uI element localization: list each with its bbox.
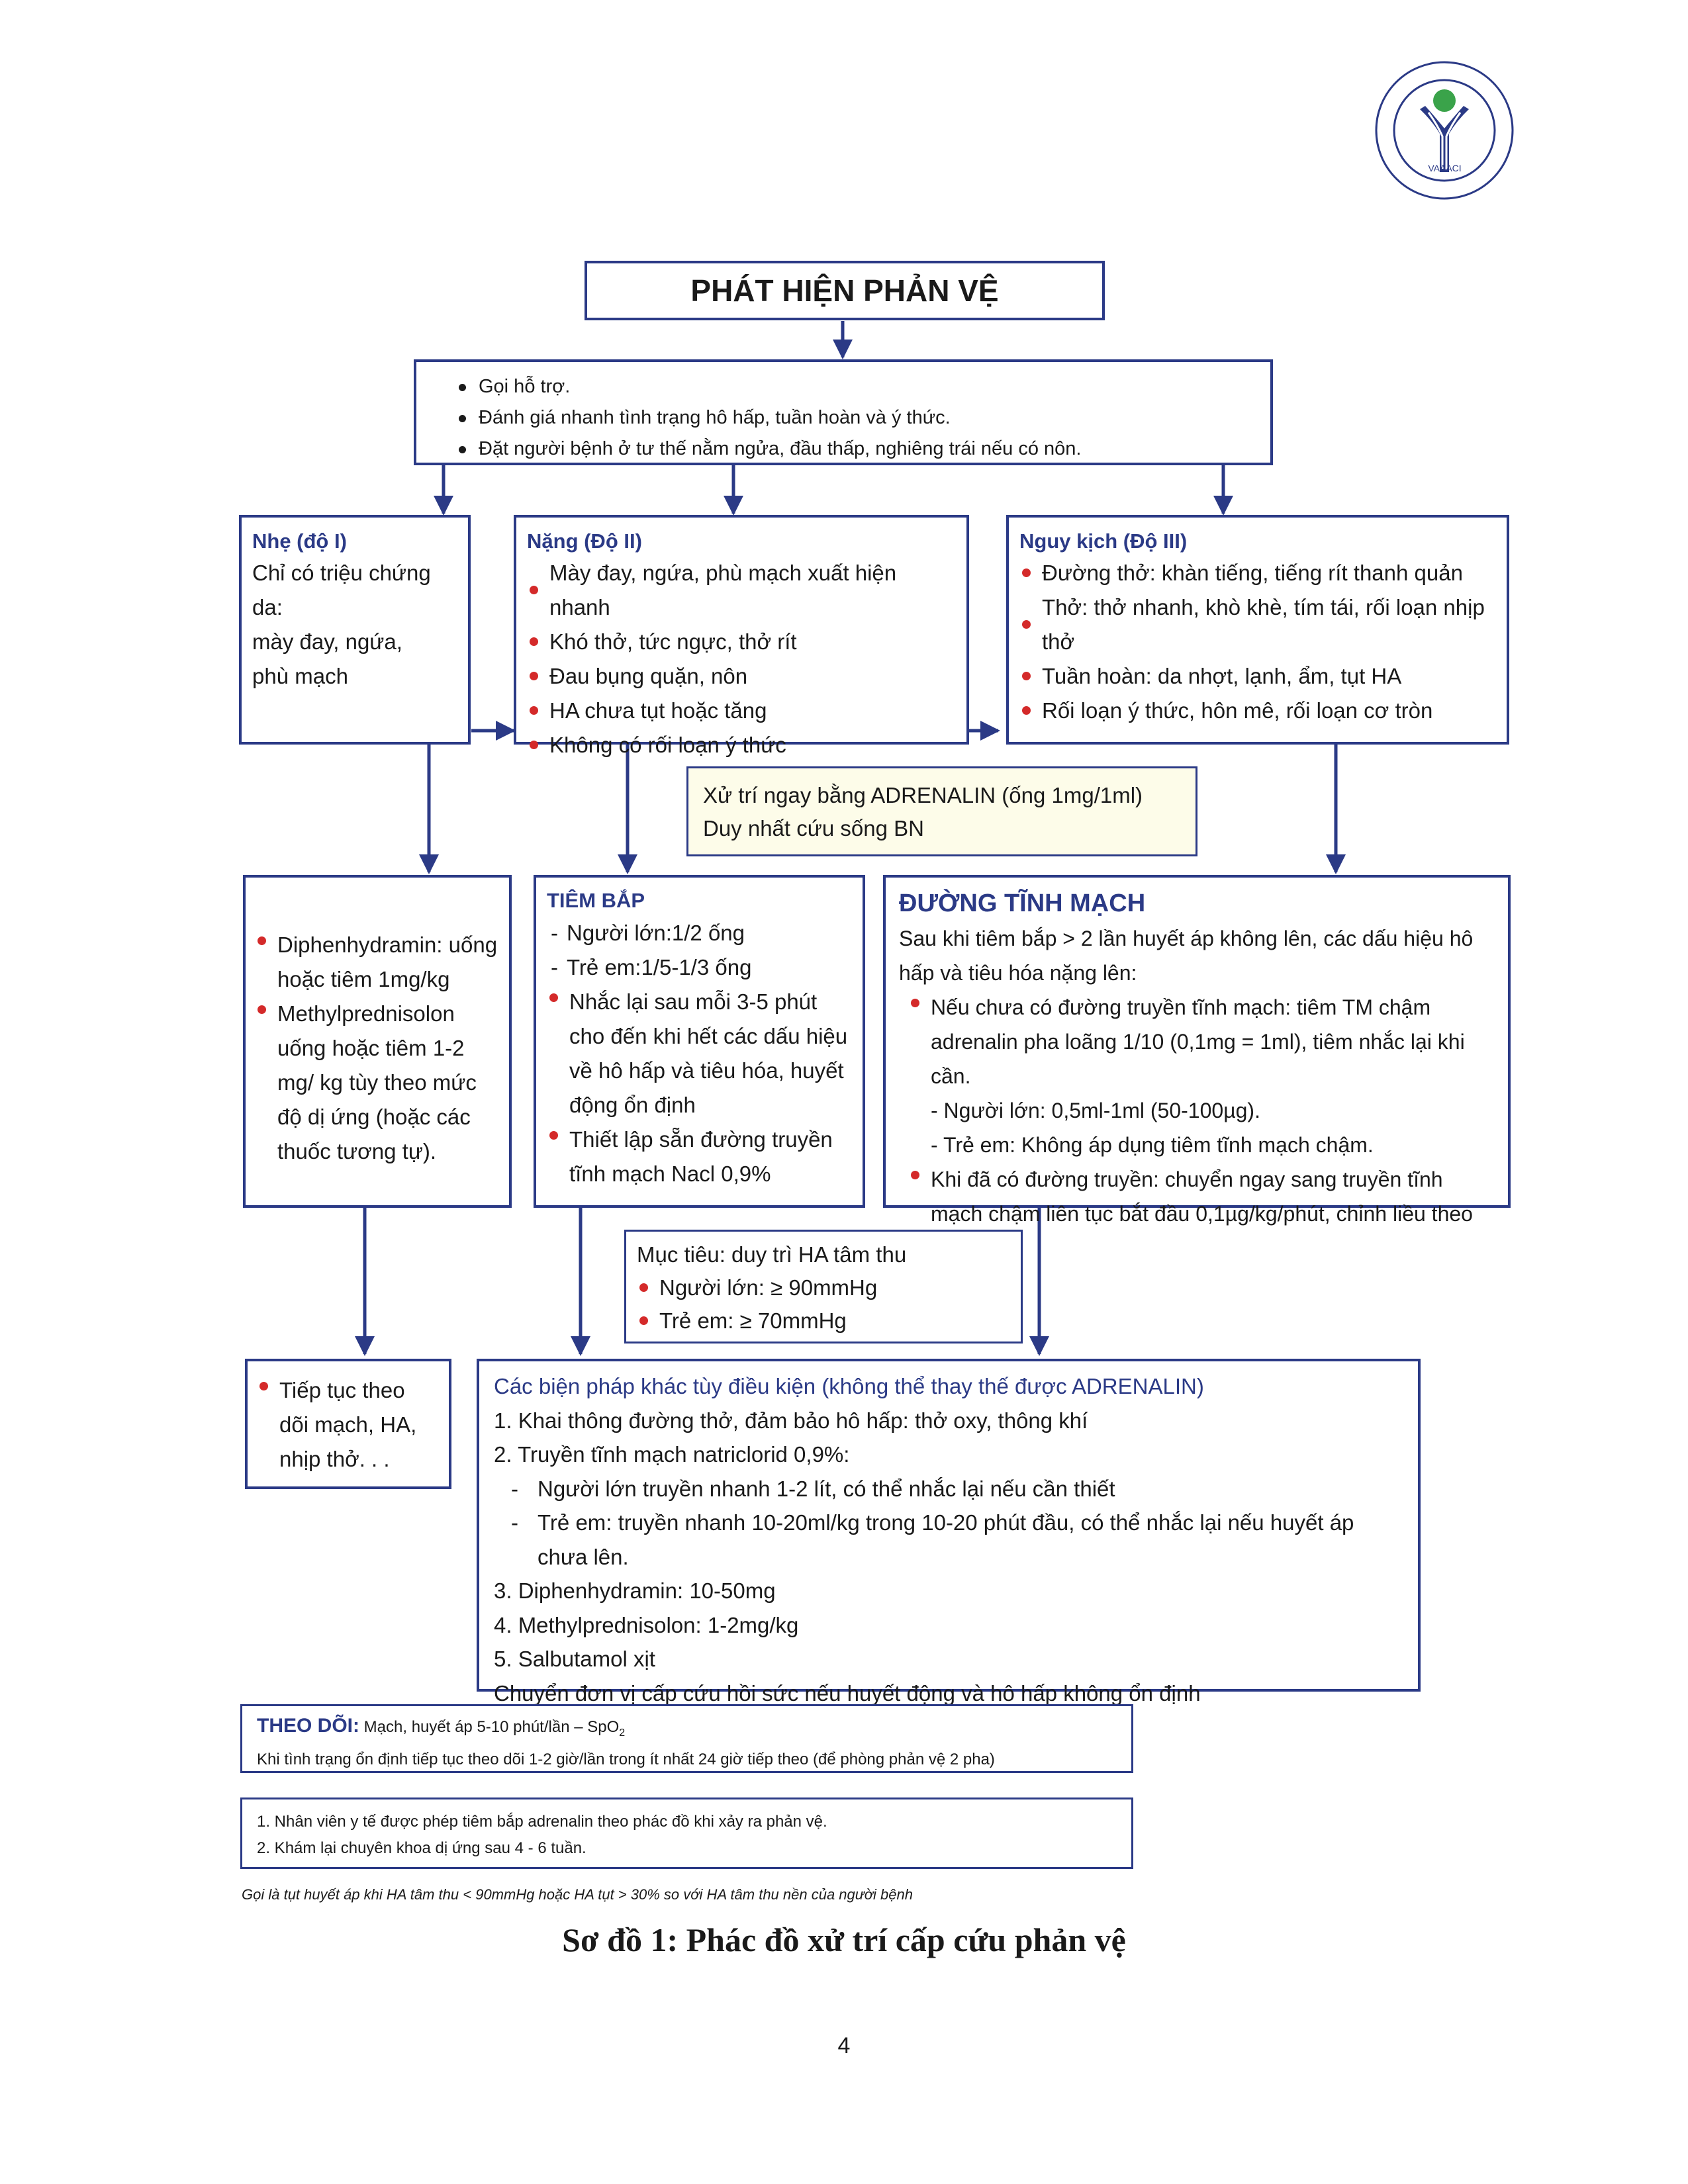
im-injection-heading: TIÊM BẮP [547,889,645,912]
other-measure: 2. Truyền tĩnh mạch natriclorid 0,9%: [494,1442,850,1467]
grade2-box: Nặng (Độ II) Mày đay, ngứa, phù mạch xuấ… [514,515,969,757]
im-instruction-item: Nhắc lại sau mỗi 3-5 phút cho đến khi hế… [547,985,852,1122]
other-measures-heading: Các biện pháp khác tùy điều kiện (không … [494,1374,1204,1398]
follow-up-text: Mạch, huyết áp 5-10 phút/lần – SpO [363,1718,620,1736]
note-item: 2. Khám lại chuyên khoa dị ứng sau 4 - 6… [257,1839,586,1857]
grade1-line: Chỉ có triệu chứng da: [252,561,431,619]
grade3-symptom: Thở: thở nhanh, khò khè, tím tái, rối lo… [1019,590,1496,659]
grade3-symptom: Đường thở: khàn tiếng, tiếng rít thanh q… [1019,556,1496,590]
follow-up-detail: Khi tình trạng ổn định tiếp tục theo dõi… [257,1750,995,1768]
grade1-line: mày đay, ngứa, [252,629,402,654]
iv-route-sub: - Trẻ em: Không áp dụng tiêm tĩnh mạch c… [931,1133,1374,1157]
grade2-symptom: Mày đay, ngứa, phù mạch xuất hiện nhanh [527,556,956,625]
grade2-symptom: HA chưa tụt hoặc tăng [527,694,956,728]
im-dose-item: Trẻ em:1/5-1/3 ống [547,950,852,985]
grade1-line: phù mạch [252,664,348,688]
initial-step: Đặt người bệnh ở tư thế nằm ngửa, đầu th… [456,433,1270,465]
other-measure: 5. Salbutamol xịt [494,1647,655,1671]
grade1-treatment-item: Diphenhydramin: uống hoặc tiêm 1mg/kg [255,928,500,997]
logo-text: VAAACI [1428,163,1462,173]
page-number: 4 [837,2033,851,2058]
follow-up-heading: THEO DÕI: [257,1715,359,1737]
figure-caption: Sơ đồ 1: Phác đồ xử trí cấp cứu phản vệ [562,1921,1126,1958]
adrenalin-note-line2: Duy nhất cứu sống BN [703,816,924,841]
other-measures-box: Các biện pháp khác tùy điều kiện (không … [477,1359,1421,1706]
initial-step: Đánh giá nhanh tình trạng hô hấp, tuần h… [456,402,1270,433]
adrenalin-note-line1: Xử trí ngay bằng ADRENALIN (ống 1mg/1ml) [703,783,1143,807]
note-item: 1. Nhân viên y tế được phép tiêm bắp adr… [257,1813,827,1831]
grade2-heading: Nặng (Độ II) [527,529,642,553]
grade3-heading: Nguy kịch (Độ III) [1019,529,1188,553]
im-injection-box: TIÊM BẮP Người lớn:1/2 ống Trẻ em:1/5-1/… [534,875,865,1208]
grade1-box: Nhẹ (độ I) Chỉ có triệu chứng da: mày đa… [239,515,471,745]
grade1-heading: Nhẹ (độ I) [252,529,347,553]
detect-anaphylaxis-title: PHÁT HIỆN PHẢN VỆ [690,273,999,308]
grade3-box: Nguy kịch (Độ III) Đường thở: khàn tiếng… [1006,515,1509,745]
im-instruction-item: Thiết lập sẵn đường truyền tĩnh mạch Nac… [547,1122,852,1191]
other-measure: 1. Khai thông đường thở, đảm bảo hô hấp:… [494,1408,1088,1433]
target-item: Người lớn: ≥ 90mmHg [637,1271,1010,1304]
iv-route-box: ĐƯỜNG TĨNH MẠCH Sau khi tiêm bắp > 2 lần… [883,875,1511,1260]
grade2-symptom: Đau bụng quặn, nôn [527,659,956,694]
target-heading: Mục tiêu: duy trì HA tâm thu [637,1242,907,1267]
grade2-symptom: Khó thở, tức ngực, thở rít [527,625,956,659]
other-measure: 3. Diphenhydramin: 10-50mg [494,1578,776,1603]
target-bp-box: Mục tiêu: duy trì HA tâm thu Người lớn: … [624,1230,1023,1343]
continue-monitor-text: Tiếp tục theo dõi mạch, HA, nhịp thở. . … [257,1373,440,1477]
grade1-treatment-box: Diphenhydramin: uống hoặc tiêm 1mg/kg Me… [243,875,512,1208]
follow-up-sub: 2 [619,1727,626,1739]
initial-step: Gọi hỗ trợ. [456,371,1270,402]
adrenalin-note-box: Xử trí ngay bằng ADRENALIN (ống 1mg/1ml)… [686,766,1197,856]
grade1-treatment-item: Methylprednisolon uống hoặc tiêm 1-2 mg/… [255,997,500,1169]
other-measure-sub: Người lớn truyền nhanh 1-2 lít, có thể n… [507,1472,1403,1506]
other-measure-sub: Trẻ em: truyền nhanh 10-20ml/kg trong 10… [507,1506,1403,1574]
grade3-symptom: Tuần hoàn: da nhợt, lạnh, ẩm, tụt HA [1019,659,1496,694]
initial-steps-box: Gọi hỗ trợ. Đánh giá nhanh tình trạng hô… [414,359,1273,465]
detect-anaphylaxis-box: PHÁT HIỆN PHẢN VỆ [585,261,1105,320]
other-measure: 4. Methylprednisolon: 1-2mg/kg [494,1612,799,1637]
im-dose-item: Người lớn:1/2 ống [547,916,852,950]
iv-route-sub: - Người lớn: 0,5ml-1ml (50-100µg). [931,1099,1260,1122]
iv-route-heading: ĐƯỜNG TĨNH MẠCH [899,889,1146,917]
follow-up-box: THEO DÕI: Mạch, huyết áp 5-10 phút/lần –… [240,1704,1133,1773]
target-item: Trẻ em: ≥ 70mmHg [637,1304,1010,1338]
iv-route-item: Nếu chưa có đường truyền tĩnh mạch: tiêm… [908,990,1495,1093]
iv-route-item: Khi đã có đường truyền: chuyển ngay sang… [908,1162,1495,1265]
other-measure: Chuyển đơn vị cấp cứu hồi sức nếu huyết … [494,1680,1201,1706]
vaaaci-logo: VAAACI [1374,60,1516,202]
notes-box: 1. Nhân viên y tế được phép tiêm bắp adr… [240,1797,1133,1869]
grade2-symptom: Không có rối loạn ý thức [527,728,956,762]
continue-monitor-box: Tiếp tục theo dõi mạch, HA, nhịp thở. . … [245,1359,451,1489]
footnote: Gọi là tụt huyết áp khi HA tâm thu < 90m… [242,1886,913,1903]
iv-route-intro: Sau khi tiêm bắp > 2 lần huyết áp không … [899,927,1474,985]
grade3-symptom: Rối loạn ý thức, hôn mê, rối loạn cơ trò… [1019,694,1496,728]
